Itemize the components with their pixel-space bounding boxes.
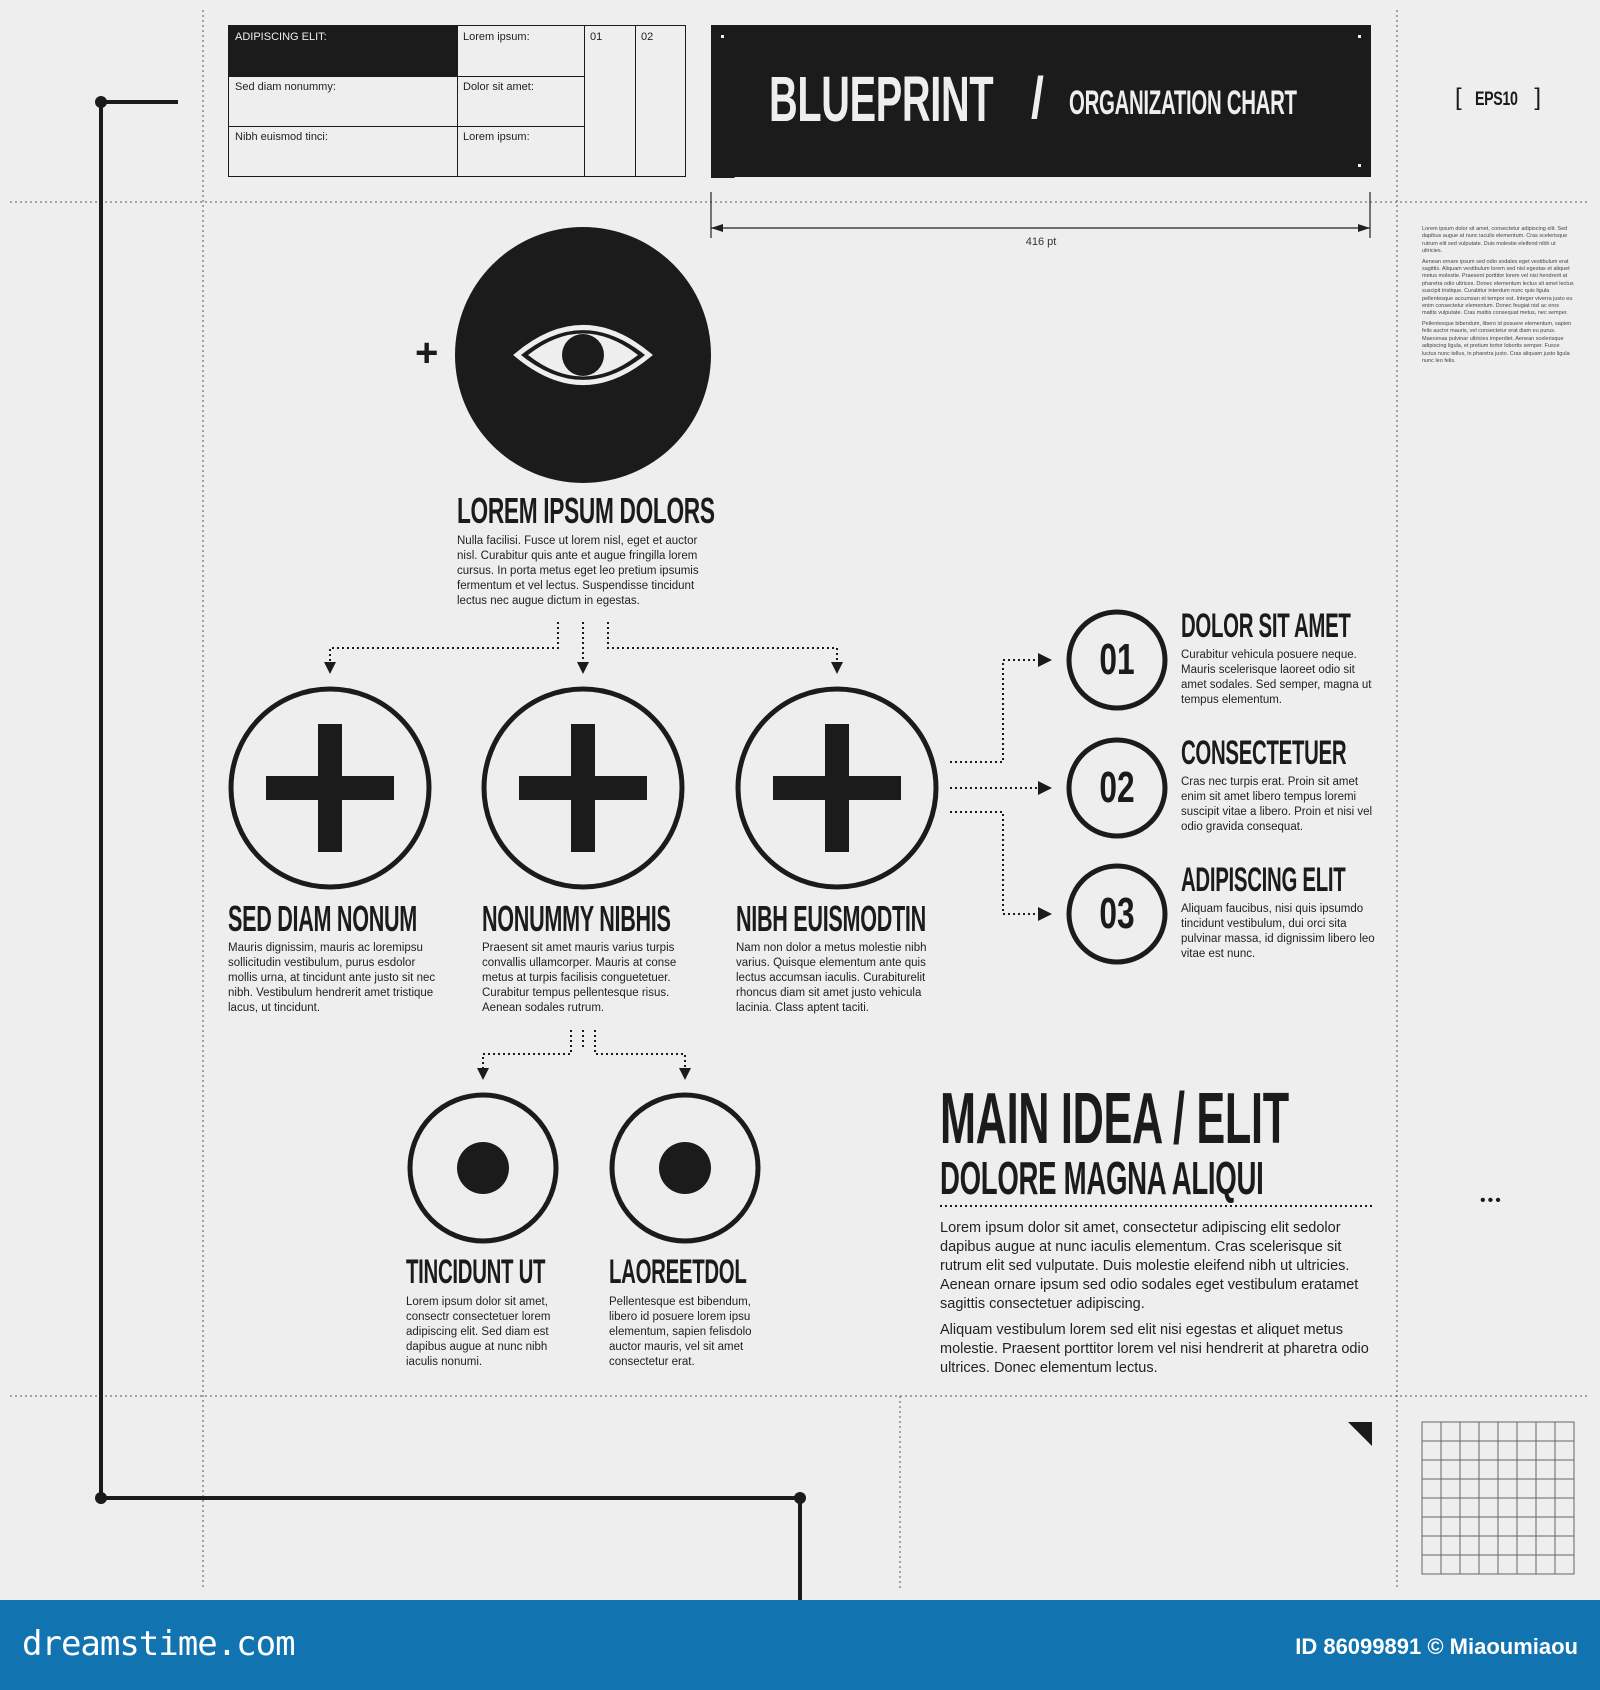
item-text: Aliquam faucibus, nisi quis ipsumdo tinc… bbox=[1181, 903, 1375, 960]
sidebar-text: Lorem ipsum dolor sit amet, consectetur … bbox=[1422, 226, 1574, 365]
node-title: SED DIAM NONUM bbox=[228, 898, 417, 939]
table-label: Nibh euismod tinci: bbox=[235, 131, 328, 143]
banner-subtitle: ORGANIZATION CHART bbox=[1069, 84, 1297, 122]
sidebar-paragraph: Lorem ipsum dolor sit amet, consectetur … bbox=[1422, 226, 1568, 255]
plus-circle-icon bbox=[481, 686, 685, 890]
node-title: NIBH EUISMODTIN bbox=[736, 898, 926, 939]
item-number: 03 bbox=[1099, 889, 1135, 938]
sidebar-paragraph: Aenean ornare ipsum sed odio sodales ege… bbox=[1422, 258, 1574, 317]
plus-circle-icon bbox=[735, 686, 939, 890]
table-label: Sed diam nonummy: bbox=[235, 81, 336, 93]
number-circle-icon bbox=[1066, 863, 1168, 965]
dimension-label: 416 pt bbox=[1025, 236, 1057, 248]
item-text: Curabitur vehicula posuere neque. Mauris… bbox=[1181, 649, 1372, 706]
ellipsis-icon: ••• bbox=[1480, 1192, 1503, 1209]
table-value: Lorem ipsum: bbox=[463, 131, 530, 143]
root-node-title: LOREM IPSUM DOLORS bbox=[457, 490, 715, 531]
node-text: Pellentesque est bibendum, libero id pos… bbox=[609, 1296, 752, 1368]
node-title: TINCIDUNT UT bbox=[406, 1253, 546, 1291]
plus-icon: + bbox=[415, 331, 439, 375]
footer-brand: dreamstime.com bbox=[22, 1624, 296, 1664]
plus-circle-icon bbox=[228, 686, 432, 890]
format-badge: [ EPS10 ] bbox=[1455, 84, 1541, 114]
node-title: LAOREETDOL bbox=[609, 1253, 747, 1291]
node-text: Lorem ipsum dolor sit amet, consectr con… bbox=[406, 1296, 551, 1368]
table-value: Lorem ipsum: bbox=[463, 31, 530, 43]
item-title: CONSECTETUER bbox=[1181, 734, 1347, 772]
blueprint-frame bbox=[10, 10, 1590, 1600]
footer-id: ID 86099891 © Miaoumiaou bbox=[1295, 1634, 1578, 1659]
eye-icon bbox=[455, 227, 711, 483]
table-value: Dolor sit amet: bbox=[463, 81, 534, 93]
node-text: Praesent sit amet mauris varius turpis c… bbox=[482, 942, 677, 1014]
item-title: DOLOR SIT AMET bbox=[1181, 607, 1351, 645]
format-badge-label: EPS10 bbox=[1475, 89, 1518, 110]
number-circle-icon bbox=[1066, 737, 1168, 839]
banner-title: BLUEPRINT bbox=[769, 63, 994, 135]
banner-separator: / bbox=[1031, 66, 1044, 131]
node-text: Nam non dolor a metus molestie nibh vari… bbox=[736, 942, 927, 1014]
title-banner: BLUEPRINT / ORGANIZATION CHART bbox=[711, 25, 1371, 177]
table-column-number: 02 bbox=[641, 31, 654, 43]
item-number: 02 bbox=[1099, 763, 1135, 812]
main-idea-paragraph: Lorem ipsum dolor sit amet, consectetur … bbox=[940, 1220, 1359, 1312]
item-title: ADIPISCING ELIT bbox=[1181, 861, 1346, 899]
node-title: NONUMMY NIBHIS bbox=[482, 898, 671, 939]
main-idea-paragraph: Aliquam vestibulum lorem sed elit nisi e… bbox=[940, 1322, 1369, 1376]
table-column-number: 01 bbox=[590, 31, 603, 43]
sidebar-paragraph: Pellentesque bibendum, libero id posuere… bbox=[1422, 320, 1572, 364]
root-node-text: Nulla facilisi. Fusce ut lorem nisl, ege… bbox=[457, 535, 699, 607]
dot-circle-icon bbox=[407, 1092, 559, 1244]
number-circle-icon bbox=[1066, 609, 1168, 711]
item-text: Cras nec turpis erat. Proin sit amet eni… bbox=[1181, 776, 1373, 833]
footer-bar: dreamstime.com ID 86099891 © Miaoumiaou bbox=[0, 1600, 1600, 1690]
item-number: 01 bbox=[1099, 635, 1135, 684]
info-table: ADIPISCING ELIT: Lorem ipsum: Sed diam n… bbox=[228, 25, 686, 177]
main-idea-subtitle: DOLORE MAGNA ALIQUI bbox=[940, 1152, 1264, 1204]
main-idea-title: MAIN IDEA / ELIT bbox=[940, 1079, 1289, 1159]
dot-circle-icon bbox=[609, 1092, 761, 1244]
node-text: Mauris dignissim, mauris ac loremipsu so… bbox=[228, 942, 436, 1014]
table-label: ADIPISCING ELIT: bbox=[235, 31, 327, 43]
